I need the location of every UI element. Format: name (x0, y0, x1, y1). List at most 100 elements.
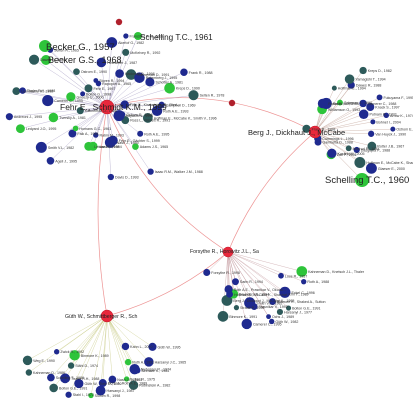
reference-node[interactable] (232, 278, 239, 286)
reference-node[interactable] (180, 68, 188, 77)
reference-node[interactable] (367, 141, 377, 151)
reference-node[interactable] (104, 137, 116, 148)
reference-node[interactable] (279, 286, 291, 298)
reference-node[interactable] (106, 37, 118, 48)
reference-node[interactable] (276, 308, 284, 316)
reference-node[interactable] (19, 87, 26, 94)
reference-node[interactable] (188, 90, 199, 101)
reference-node[interactable] (390, 126, 396, 132)
reference-node[interactable] (296, 266, 308, 277)
reference-node[interactable] (134, 72, 145, 83)
reference-node[interactable] (66, 92, 76, 102)
reference-node[interactable] (269, 298, 276, 305)
reference-node[interactable] (49, 383, 58, 393)
reference-node[interactable] (244, 297, 256, 309)
reference-node[interactable] (145, 77, 155, 87)
reference-node[interactable] (134, 367, 141, 374)
reference-node[interactable] (337, 99, 343, 106)
reference-node[interactable] (113, 110, 125, 122)
highly-cited-node[interactable] (355, 173, 369, 187)
hub-node-forsythe[interactable] (222, 246, 234, 258)
reference-node[interactable] (224, 285, 233, 294)
reference-node[interactable] (359, 66, 367, 75)
reference-node[interactable] (376, 94, 383, 101)
reference-node[interactable] (46, 156, 55, 165)
hub-node-berg[interactable] (308, 125, 322, 139)
hub-node-schmidt[interactable] (99, 99, 115, 115)
reference-node[interactable] (69, 350, 80, 361)
reference-node[interactable] (269, 318, 275, 325)
highly-cited-node[interactable] (41, 55, 51, 65)
reference-node[interactable] (354, 156, 366, 168)
reference-node[interactable] (115, 18, 123, 26)
reference-node[interactable] (285, 305, 292, 311)
reference-node[interactable] (124, 358, 132, 366)
reference-node[interactable] (344, 74, 355, 84)
reference-node[interactable] (358, 109, 369, 119)
reference-node[interactable] (151, 105, 163, 116)
reference-node[interactable] (359, 99, 367, 108)
reference-node[interactable] (53, 349, 60, 355)
highly-cited-node[interactable] (134, 32, 142, 40)
reference-node[interactable] (132, 143, 139, 150)
reference-node[interactable] (95, 80, 102, 87)
reference-node[interactable] (217, 311, 229, 322)
reference-node[interactable] (84, 141, 94, 151)
reference-node[interactable] (327, 148, 337, 158)
reference-node[interactable] (76, 107, 84, 115)
reference-node[interactable] (42, 95, 54, 107)
reference-node[interactable] (266, 314, 271, 320)
reference-node[interactable] (5, 113, 13, 121)
reference-node[interactable] (98, 379, 107, 388)
reference-node[interactable] (366, 102, 375, 112)
reference-node[interactable] (137, 130, 144, 137)
reference-node[interactable] (47, 373, 55, 382)
reference-node[interactable] (368, 130, 375, 137)
reference-node[interactable] (331, 85, 337, 91)
reference-node[interactable] (123, 33, 129, 39)
highly-cited-node[interactable] (39, 40, 51, 52)
reference-node[interactable] (25, 369, 33, 376)
reference-node[interactable] (142, 113, 153, 123)
reference-node[interactable] (144, 357, 154, 367)
reference-node[interactable] (147, 168, 154, 175)
reference-node[interactable] (15, 124, 25, 134)
reference-node[interactable] (383, 112, 390, 119)
reference-node[interactable] (35, 141, 47, 153)
reference-node[interactable] (128, 380, 139, 390)
reference-node[interactable] (73, 68, 80, 76)
reference-node[interactable] (158, 101, 165, 109)
hub-node-guth[interactable] (100, 309, 114, 323)
reference-node[interactable] (278, 272, 284, 279)
reference-node[interactable] (65, 391, 72, 398)
reference-node[interactable] (115, 69, 124, 78)
reference-node[interactable] (93, 132, 99, 138)
reference-node[interactable] (241, 318, 252, 330)
reference-node[interactable] (228, 99, 236, 107)
reference-node[interactable] (88, 392, 94, 399)
reference-node[interactable] (125, 69, 137, 80)
reference-node[interactable] (353, 146, 360, 154)
reference-node[interactable] (95, 385, 106, 396)
reference-node[interactable] (48, 112, 59, 123)
reference-node[interactable] (203, 268, 211, 276)
reference-node[interactable] (121, 342, 130, 351)
reference-node[interactable] (96, 57, 107, 68)
reference-node[interactable] (123, 376, 130, 382)
reference-node[interactable] (122, 48, 130, 56)
reference-node[interactable] (345, 145, 352, 152)
reference-node[interactable] (60, 373, 71, 384)
reference-node[interactable] (68, 129, 77, 138)
reference-node[interactable] (29, 54, 40, 65)
reference-node[interactable] (74, 378, 84, 389)
reference-node[interactable] (107, 173, 115, 181)
reference-node[interactable] (120, 100, 129, 109)
reference-node[interactable] (148, 342, 157, 351)
reference-node[interactable] (80, 91, 86, 97)
reference-node[interactable] (108, 375, 117, 384)
reference-node[interactable] (233, 305, 240, 311)
reference-node[interactable] (366, 162, 377, 174)
reference-node[interactable] (302, 124, 311, 133)
reference-node[interactable] (370, 119, 376, 125)
reference-node[interactable] (67, 362, 75, 369)
